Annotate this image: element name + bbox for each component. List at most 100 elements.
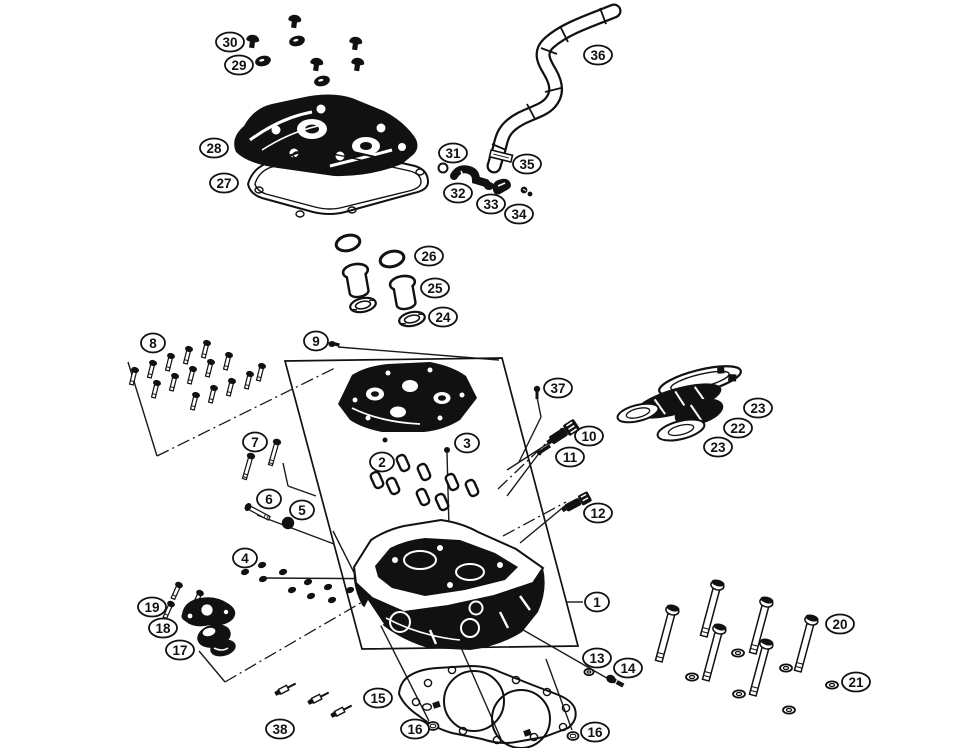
valve-keepers	[240, 560, 355, 605]
hose-clamp	[492, 178, 511, 195]
callout-26[interactable]: 26	[414, 245, 444, 267]
callout-33[interactable]: 33	[476, 193, 506, 215]
callout-11[interactable]: 11	[555, 446, 585, 468]
leader-line-13-14	[510, 622, 613, 682]
callout-16-right[interactable]: 16	[580, 721, 610, 743]
callout-12[interactable]: 12	[583, 502, 613, 524]
callout-29[interactable]: 29	[224, 54, 254, 76]
svg-text:23: 23	[750, 401, 766, 416]
leader-line-5-6	[256, 514, 335, 545]
callout-24[interactable]: 24	[428, 306, 458, 328]
callout-22[interactable]: 22	[723, 417, 753, 439]
svg-text:38: 38	[272, 722, 288, 737]
svg-text:20: 20	[832, 617, 847, 632]
svg-text:15: 15	[370, 691, 386, 706]
callout-5[interactable]: 5	[289, 499, 315, 521]
camshafts	[616, 365, 742, 442]
assembly-box	[283, 357, 580, 650]
svg-text:17: 17	[172, 643, 187, 658]
leader-line-8	[156, 367, 336, 457]
svg-text:29: 29	[231, 58, 246, 73]
svg-text:32: 32	[450, 186, 465, 201]
callout-4[interactable]: 4	[232, 547, 258, 569]
callout-30[interactable]: 30	[215, 31, 245, 53]
locating-dowels	[426, 721, 580, 741]
callout-27[interactable]: 27	[209, 172, 239, 194]
callout-1[interactable]: 1	[584, 591, 610, 613]
callout-17[interactable]: 17	[165, 639, 195, 661]
callout-35[interactable]: 35	[512, 153, 542, 175]
callout-7[interactable]: 7	[242, 431, 268, 453]
leader-line-37	[536, 396, 542, 418]
callout-15[interactable]: 15	[363, 687, 393, 709]
callout-38[interactable]: 38	[265, 718, 295, 740]
callout-14[interactable]: 14	[613, 657, 643, 679]
head-bolts	[651, 577, 820, 698]
svg-text:31: 31	[445, 146, 461, 161]
thermostat-cap	[197, 624, 236, 657]
callout-21[interactable]: 21	[841, 671, 871, 693]
temp-sensor	[561, 491, 592, 513]
sealing-washer	[583, 667, 595, 677]
callout-37[interactable]: 37	[543, 377, 573, 399]
leader-line-12	[519, 504, 567, 544]
svg-text:19: 19	[144, 600, 159, 615]
svg-text:1: 1	[593, 595, 601, 610]
svg-text:35: 35	[519, 157, 535, 172]
callout-19[interactable]: 19	[137, 596, 167, 618]
svg-text:5: 5	[298, 503, 306, 518]
cylinder-head	[352, 518, 545, 650]
callout-8[interactable]: 8	[140, 332, 166, 354]
svg-text:12: 12	[590, 506, 605, 521]
svg-text:30: 30	[222, 35, 237, 50]
leader-line-axis-12	[502, 501, 567, 537]
svg-text:26: 26	[421, 249, 437, 264]
callout-31[interactable]: 31	[438, 142, 468, 164]
svg-text:6: 6	[265, 492, 273, 507]
callout-36[interactable]: 36	[583, 44, 613, 66]
dowel-pins	[273, 680, 354, 720]
intake-orings	[333, 231, 407, 271]
bleed-screw	[533, 385, 541, 399]
valve-cover-gasket	[246, 147, 430, 218]
callout-9[interactable]: 9	[303, 330, 329, 352]
breather-hose	[486, 3, 622, 174]
callout-2[interactable]: 2	[369, 451, 395, 473]
drain-bolt	[606, 674, 625, 688]
callout-34[interactable]: 34	[504, 203, 534, 225]
leader-line-10	[506, 440, 553, 471]
svg-text:24: 24	[435, 310, 451, 325]
leader-line-3	[446, 452, 450, 529]
shim-ball	[444, 447, 450, 453]
callout-23-top[interactable]: 23	[743, 397, 773, 419]
callout-6[interactable]: 6	[256, 488, 282, 510]
callout-23-bottom[interactable]: 23	[703, 436, 733, 458]
callout-18[interactable]: 18	[148, 617, 178, 639]
svg-text:7: 7	[251, 435, 259, 450]
svg-text:34: 34	[511, 207, 527, 222]
svg-text:28: 28	[206, 141, 222, 156]
svg-text:25: 25	[427, 281, 443, 296]
svg-text:4: 4	[241, 551, 249, 566]
callout-28[interactable]: 28	[199, 137, 229, 159]
outlet-cover	[181, 597, 236, 627]
callout-16-left[interactable]: 16	[400, 718, 430, 740]
svg-text:16: 16	[587, 725, 603, 740]
callout-10[interactable]: 10	[574, 425, 604, 447]
leader-line-7	[282, 462, 289, 487]
leader-line-37	[518, 416, 542, 463]
svg-text:3: 3	[463, 436, 471, 451]
check-ball	[281, 516, 295, 530]
callout-32[interactable]: 32	[443, 182, 473, 204]
callout-3[interactable]: 3	[454, 432, 480, 454]
svg-text:21: 21	[848, 675, 864, 690]
callout-20[interactable]: 20	[825, 613, 855, 635]
leader-lines	[127, 346, 613, 740]
hose-oring	[437, 162, 449, 174]
callout-13[interactable]: 13	[582, 647, 612, 669]
camshaft-holder	[338, 362, 477, 443]
callout-25[interactable]: 25	[420, 277, 450, 299]
svg-text:33: 33	[483, 197, 499, 212]
